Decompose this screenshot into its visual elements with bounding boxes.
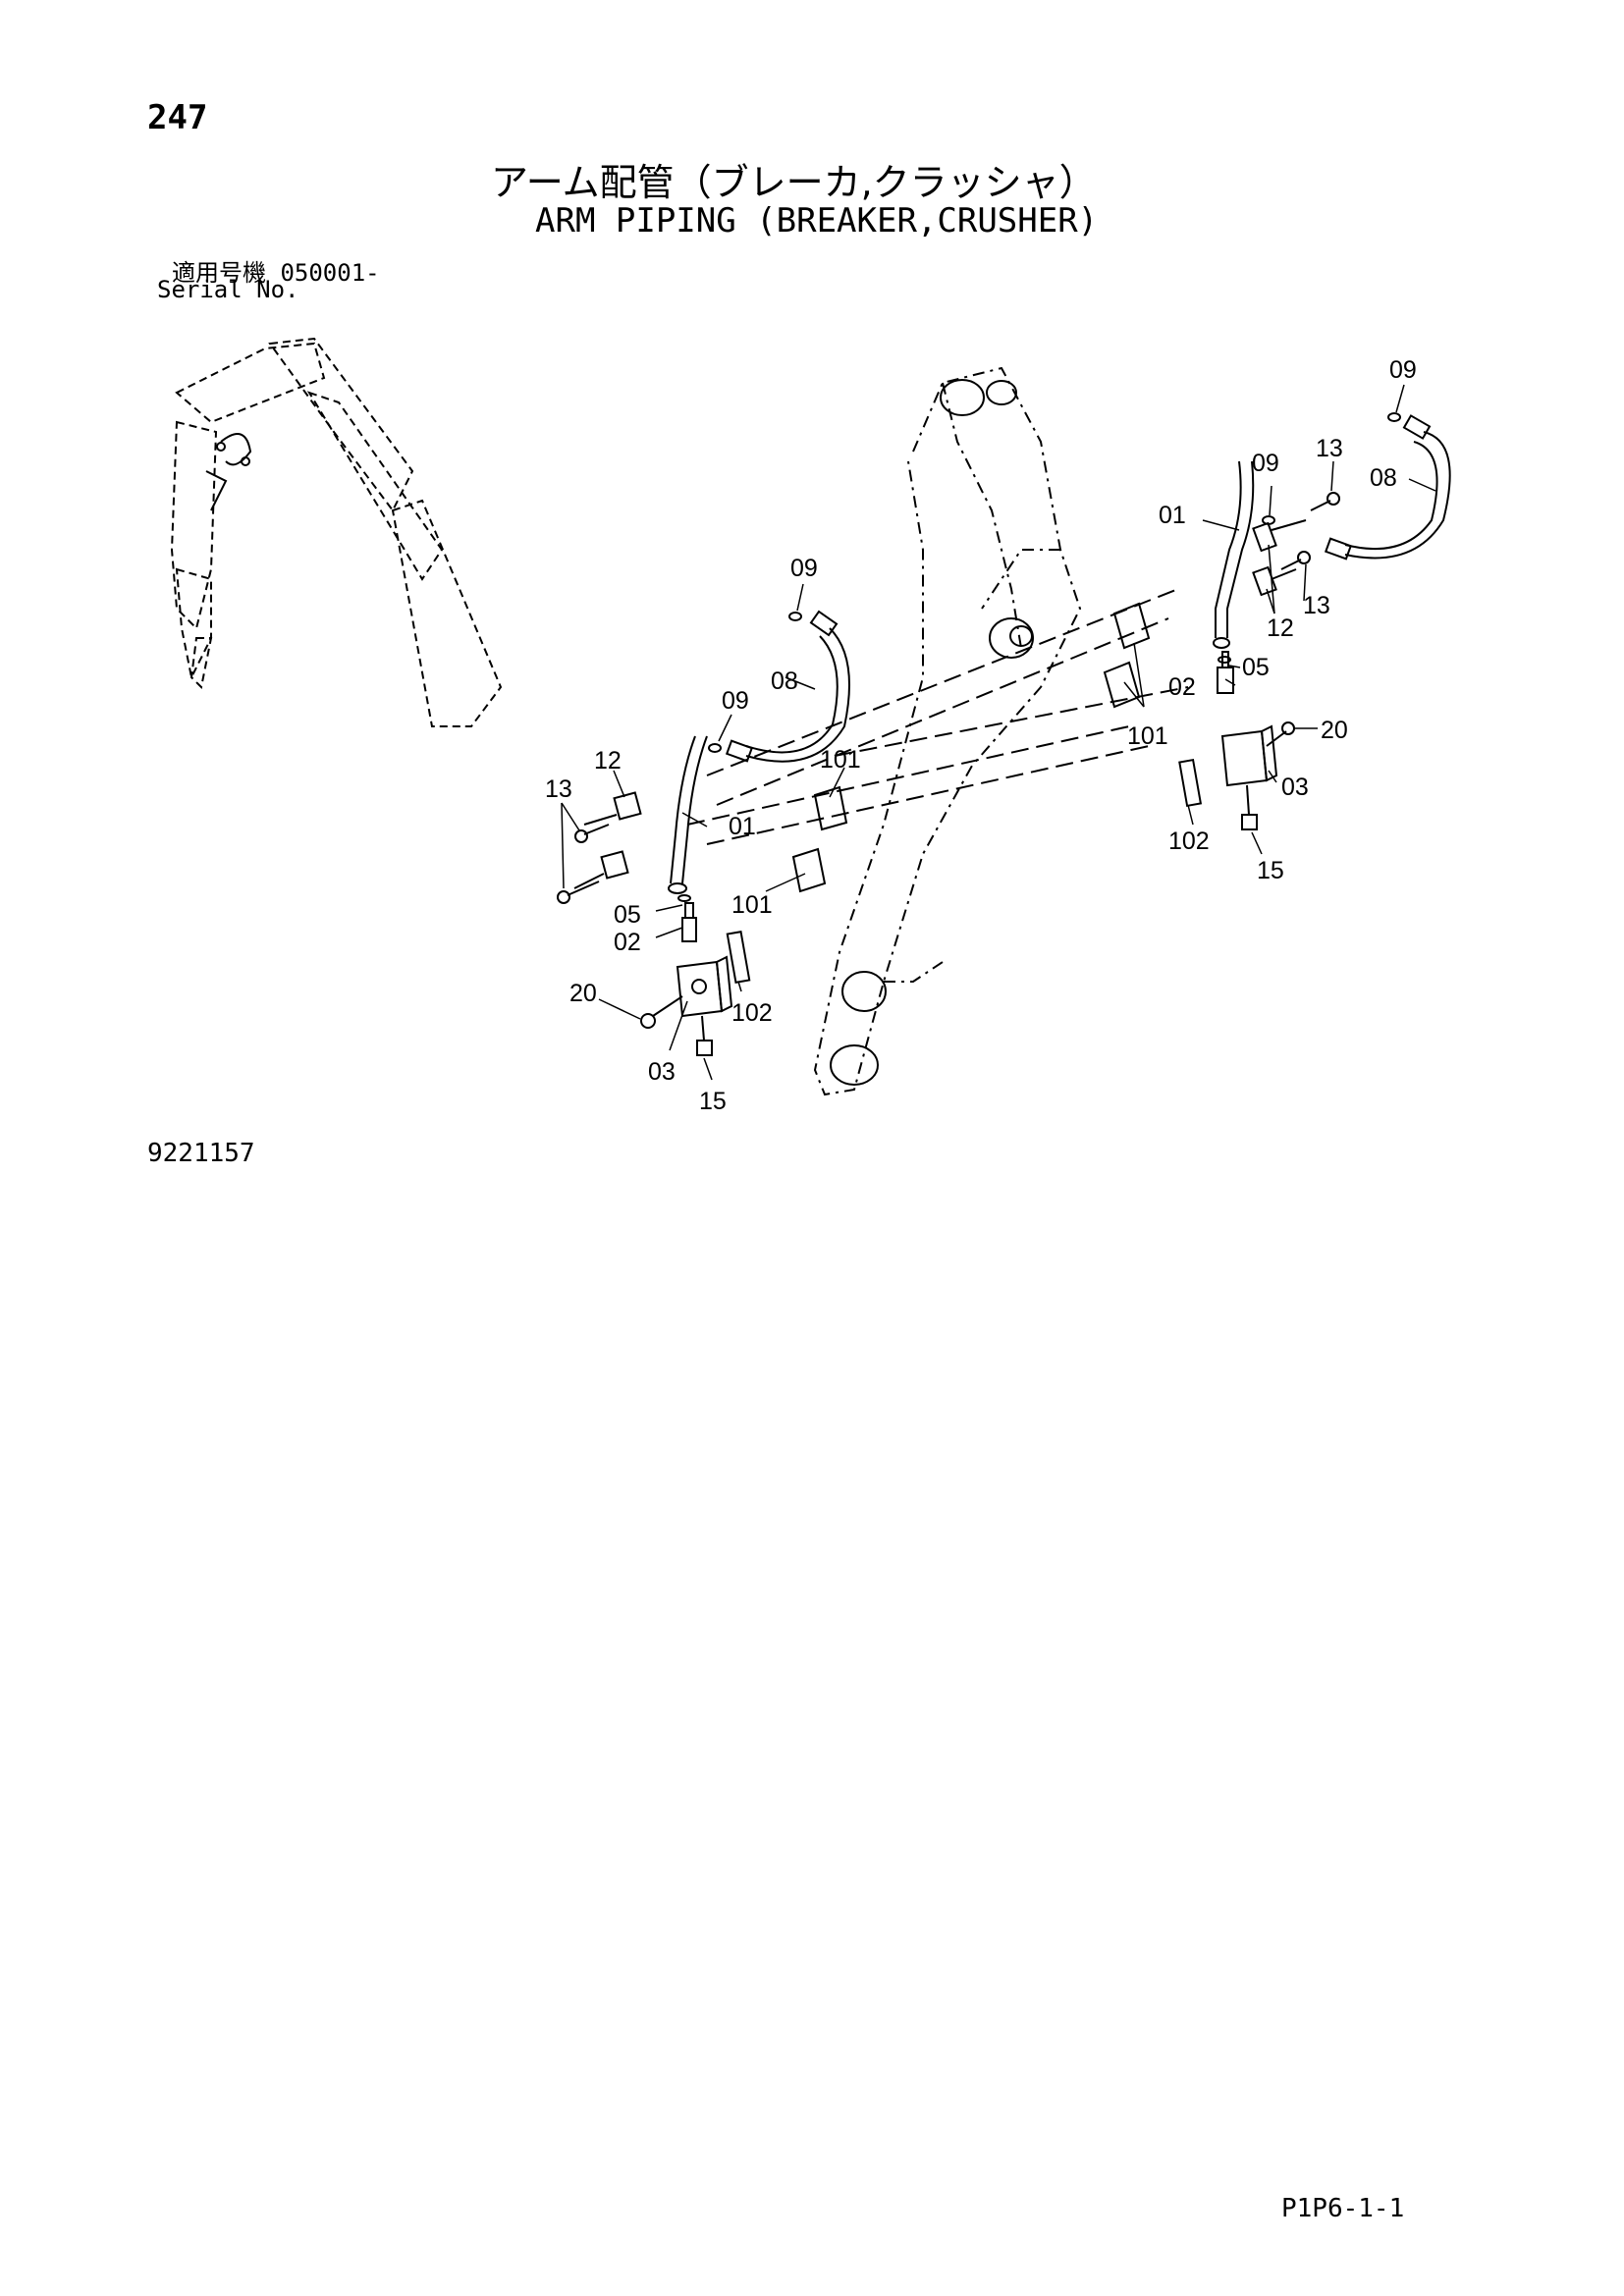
- machine-overview-thumbnail: [170, 337, 503, 727]
- callout-r13b: 13: [1303, 592, 1330, 619]
- callout-r12a: 12: [1267, 614, 1294, 642]
- callout-r08a: 08: [1370, 464, 1397, 492]
- piping-route-lines: [686, 588, 1189, 845]
- figure-id: 9221157: [147, 1139, 255, 1168]
- callout-l08a: 08: [771, 667, 798, 695]
- callout-r09b: 09: [1252, 450, 1279, 477]
- callout-r02a: 02: [1168, 673, 1196, 701]
- callout-labels: 09 13 09 08 01 13 12 05 02 101 20 03 102…: [545, 356, 1417, 1115]
- callout-l03a: 03: [648, 1058, 676, 1086]
- callout-r101a: 101: [1127, 722, 1168, 750]
- right-bolts-13: [1280, 492, 1340, 570]
- page-number: 247: [147, 98, 208, 137]
- callout-r102a: 102: [1168, 828, 1210, 855]
- callout-l101a: 101: [820, 746, 861, 774]
- page-title-english: ARM PIPING (BREAKER,CRUSHER): [535, 201, 1099, 240]
- callout-l02a: 02: [614, 929, 641, 956]
- o-rings: [677, 412, 1401, 902]
- left-hose-08: [725, 610, 850, 763]
- callout-l15a: 15: [699, 1088, 727, 1115]
- thumbnail-detail: [205, 433, 252, 511]
- serial-label-japanese: 適用号機 050001-: [172, 259, 380, 287]
- callout-l09a: 09: [790, 555, 818, 582]
- callout-r15a: 15: [1257, 857, 1284, 884]
- serial-label-english: Serial No.: [157, 276, 299, 303]
- callout-r20a: 20: [1321, 717, 1348, 744]
- callout-r05a: 05: [1242, 654, 1270, 681]
- right-clamp-blocks-101: [1103, 602, 1151, 709]
- right-hose-08: [1324, 414, 1451, 561]
- page-title-japanese: アーム配管（ブレーカ,クラッシャ）: [491, 161, 1097, 204]
- callout-l05a: 05: [614, 901, 641, 929]
- arm-pin-circles: [830, 379, 1034, 1086]
- arm-outline: [813, 366, 1082, 1096]
- callout-l09b: 09: [722, 687, 749, 715]
- left-clamps: [573, 791, 642, 889]
- left-bolts-13: [557, 824, 610, 904]
- left-connector-02-03: [640, 902, 751, 1056]
- right-pipe-01: [1213, 460, 1255, 649]
- page-code: P1P6-1-1: [1281, 2194, 1405, 2223]
- left-pipe-01: [668, 735, 708, 894]
- callout-l01a: 01: [729, 813, 756, 840]
- callout-l20a: 20: [569, 980, 597, 1007]
- right-connector-02-03: [1178, 651, 1295, 830]
- callout-l12a: 12: [594, 747, 622, 774]
- callout-r13a: 13: [1316, 435, 1343, 462]
- callout-l102a: 102: [731, 999, 773, 1027]
- leader-lines: [561, 384, 1436, 1081]
- callout-r03a: 03: [1281, 774, 1309, 801]
- callout-r09a: 09: [1389, 356, 1417, 384]
- left-clamp-blocks-101: [791, 785, 848, 893]
- arm-piping-diagram: 09 13 09 08 01 13 12 05 02 101 20 03 102…: [170, 337, 1451, 1115]
- callout-l13a: 13: [545, 775, 572, 803]
- callout-l101b: 101: [731, 891, 773, 919]
- callout-r01a: 01: [1159, 502, 1186, 529]
